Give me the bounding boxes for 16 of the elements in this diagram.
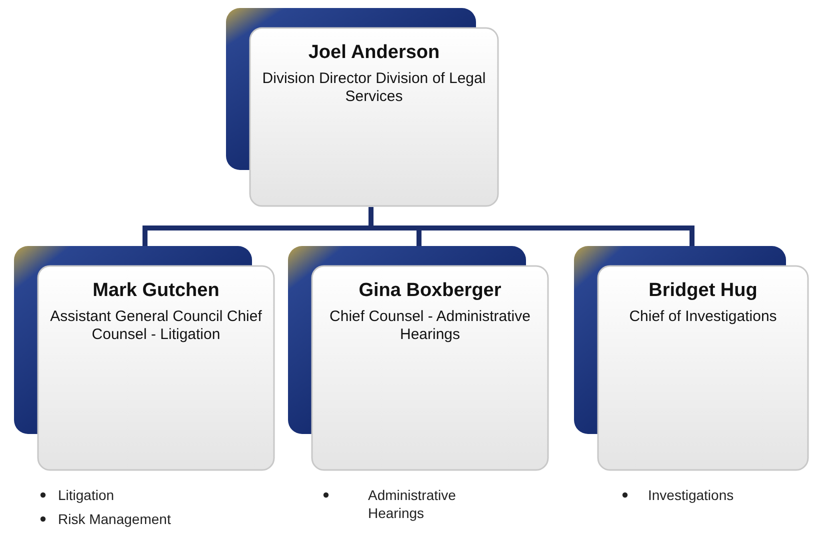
job-title: Assistant General Council Chief Counsel - Litigation (49, 308, 263, 344)
org-card (226, 8, 500, 208)
org-card (14, 246, 276, 472)
job-title: Chief of Investigations (628, 308, 778, 326)
bullet-item: Administrative Hearings (368, 486, 457, 522)
org-card (574, 246, 810, 472)
person-name: Joel Anderson (307, 42, 441, 64)
bullet-item: Litigation (58, 486, 116, 504)
bullet-item: Investigations (648, 486, 735, 504)
org-card (288, 246, 550, 472)
person-name: Gina Boxberger (358, 280, 502, 302)
job-title: Division Director Division of Legal Services (261, 70, 487, 106)
person-name: Mark Gutchen (92, 280, 220, 302)
person-name: Bridget Hug (648, 280, 758, 302)
bullet-item: Risk Management (58, 510, 172, 528)
job-title: Chief Counsel - Administrative Hearings (328, 308, 532, 344)
